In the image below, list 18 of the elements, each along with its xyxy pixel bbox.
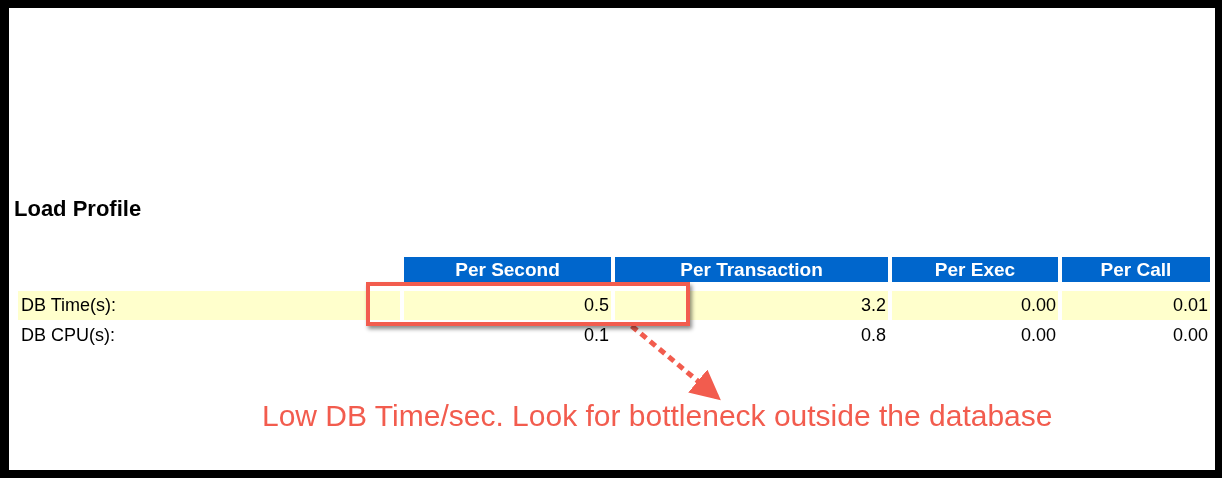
annotation-text: Low DB Time/sec. Look for bottleneck outside the database [262,397,1053,435]
table-cell: 0.00 [892,291,1058,320]
table-cell: 0.5 [404,291,611,320]
arrow [630,324,721,401]
column-header: Per Exec [892,257,1058,282]
column-header: Per Second [404,257,611,282]
table-cell-text: 0.00 [1171,324,1209,347]
table-cell: 0.01 [1062,291,1210,320]
table-cell-text: 0.8 [859,324,887,347]
row-label: DB CPU(s): [20,324,116,347]
table-cell-text: 0.1 [582,324,610,347]
table-cell: 3.2 [615,291,888,320]
table-cell-text: 0.00 [1019,324,1057,347]
section-title: Load Profile [14,196,142,222]
row-label: DB Time(s): [18,291,400,320]
column-header: Per Call [1062,257,1210,282]
column-header: Per Transaction [615,257,888,282]
highlight-box [366,282,690,326]
